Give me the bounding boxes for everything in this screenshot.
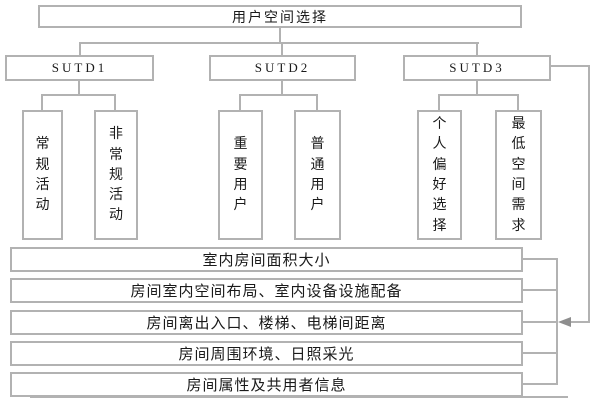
node-criterion-layout-facilities: 房间室内空间布局、室内设备设施配备 xyxy=(10,278,523,303)
connector-drop-regular xyxy=(41,94,43,110)
connector-drop-sutd1 xyxy=(79,42,81,55)
connector-drop-minspace xyxy=(517,94,519,110)
connector-sutd2-stem xyxy=(281,80,283,94)
arrow-left-icon xyxy=(558,317,571,327)
connector-drop-sutd3 xyxy=(476,42,478,55)
node-ordinary-user: 普通用户 xyxy=(294,110,341,240)
node-min-space-demand: 最低空间需求 xyxy=(495,110,542,240)
node-label: 重要用户 xyxy=(233,136,248,214)
connector-root-rail xyxy=(79,42,479,44)
node-nonregular-activity: 非常规活动 xyxy=(94,110,138,240)
node-personal-preference: 个人偏好选择 xyxy=(417,110,462,240)
connector-sutd2-rail xyxy=(239,94,318,96)
connector-sutd3-stem xyxy=(476,80,478,94)
connector-drop-sutd2 xyxy=(281,42,283,55)
node-label: 最低空间需求 xyxy=(511,116,526,234)
node-label: 普通用户 xyxy=(310,136,325,214)
connector-drop-important xyxy=(239,94,241,110)
node-sutd1: SUTD1 xyxy=(5,55,154,81)
connector-drop-ordinary xyxy=(316,94,318,110)
node-criterion-distance: 房间离出入口、楼梯、电梯间距离 xyxy=(10,310,523,335)
node-criterion-attributes-cousers: 房间属性及共用者信息 xyxy=(10,372,523,397)
connector-drop-preference xyxy=(438,94,440,110)
connector-row2-stub xyxy=(523,289,558,291)
connector-sutd3-feedback-bottom xyxy=(570,321,590,323)
connector-sutd1-stem xyxy=(78,80,80,94)
node-important-user: 重要用户 xyxy=(218,110,263,240)
node-user-space-selection: 用户空间选择 xyxy=(38,5,522,28)
node-label: 非常规活动 xyxy=(109,126,123,224)
node-criterion-environment-daylight: 房间周围环境、日照采光 xyxy=(10,341,523,366)
connector-sutd1-rail xyxy=(41,94,116,96)
connector-root-stem xyxy=(279,27,281,42)
connector-sutd3-feedback-top xyxy=(551,65,590,67)
connector-sutd3-feedback-vertical xyxy=(588,65,590,323)
connector-row4-stub xyxy=(523,352,558,354)
node-criterion-room-area: 室内房间面积大小 xyxy=(10,247,523,272)
connector-rows-rail xyxy=(556,258,558,385)
node-sutd2: SUTD2 xyxy=(209,55,356,81)
node-sutd3: SUTD3 xyxy=(403,55,551,81)
connector-row1-stub xyxy=(523,258,558,260)
connector-row3-stub xyxy=(523,321,558,323)
node-label: 常规活动 xyxy=(35,136,50,214)
connector-drop-nonregular xyxy=(114,94,116,110)
connector-row5-stub xyxy=(523,383,558,385)
node-regular-activity: 常规活动 xyxy=(22,110,63,240)
connector-sutd3-rail xyxy=(438,94,519,96)
node-label: 个人偏好选择 xyxy=(432,116,447,234)
bottom-rule xyxy=(30,396,568,398)
